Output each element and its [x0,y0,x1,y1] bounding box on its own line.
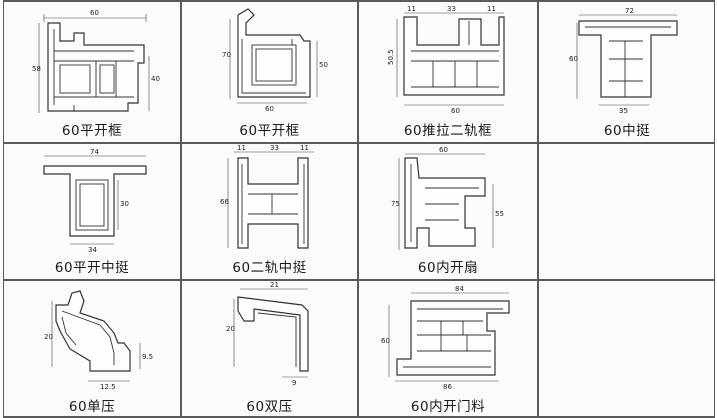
dim-width-label: 74 [90,148,99,156]
dim-right-rail-label: 11 [300,144,309,152]
double-bead-drawing: 21 20 9 [226,281,309,387]
dim-inner-height-label: 55 [495,210,504,218]
cell-casement-frame-a: 60 58 40 60平开框 [4,1,180,142]
dim-lip-label: 9.5 [142,353,153,361]
cell-empty-row3 [539,281,715,416]
inward-sash-drawing: 60 75 55 [391,146,504,250]
grid-rule-row2 [3,279,715,281]
dim-width-label: 72 [625,7,634,15]
grid-rule-bottom [3,416,715,418]
dim-height-label: 75 [391,200,400,208]
dim-bottom-label: 35 [619,107,628,115]
caption: 60单压 [68,399,116,415]
casement-mullion-drawing: 74 30 34 [43,148,147,254]
cell-empty-row2 [539,144,715,279]
dim-height-label: 50.5 [387,49,395,65]
dim-left-rail-label: 11 [407,5,416,13]
caption: 60内开扇 [417,260,479,276]
cell-single-glazing-bead: 20 9.5 12.5 60单压 [4,281,180,416]
dim-top-width-label: 84 [455,285,464,293]
grid-rule-col2 [357,0,359,418]
dim-width-label: 21 [270,281,279,289]
casement-frame-b-drawing: 70 50 60 [222,8,328,113]
dim-bottom-label: 12.5 [100,383,116,391]
cell-inward-door-profile: 84 60 86 60内开门料 [359,281,537,416]
dim-height-label: 20 [44,333,53,341]
dim-width-label: 60 [265,105,274,113]
dim-center-label: 33 [270,144,279,152]
door-profile-drawing: 84 60 86 [381,285,510,391]
dim-height-label: 58 [32,65,41,73]
cell-casement-mullion: 74 30 34 60平开中挺 [4,144,180,279]
grid-rule-col1 [180,0,182,418]
dim-height-label: 60 [381,337,390,345]
caption: 60推拉二轨框 [403,123,493,139]
cell-two-track-mullion: 11 33 11 66 60二轨中挺 [182,144,357,279]
caption: 60平开中挺 [54,260,130,276]
dim-height-label: 60 [569,55,578,63]
caption: 60二轨中挺 [232,260,307,276]
dim-bottom-label: 9 [292,379,296,387]
cell-double-glazing-bead: 21 20 9 60双压 [182,281,357,416]
cell-sliding-two-track-frame: 11 33 11 50.5 60 60推拉二轨框 [359,1,537,142]
dim-left-rail-label: 11 [237,144,246,152]
grid-rule-top [3,0,715,2]
caption: 60平开框 [239,123,300,139]
grid-rule-row1 [3,142,715,144]
profile-grid [3,0,715,418]
dim-inner-height-label: 50 [319,61,328,69]
cell-mullion: 72 60 35 60中挺 [539,1,715,142]
dim-bottom-label: 34 [88,246,97,254]
cell-inward-sash: 60 75 55 60内开扇 [359,144,537,279]
grid-rule-col3 [537,0,539,418]
dim-height-label: 20 [226,325,235,333]
two-track-mullion-drawing: 11 33 11 66 [220,144,314,249]
cell-casement-frame-b: 70 50 60 60平开框 [182,1,357,142]
dim-width-label: 60 [90,9,99,17]
caption: 60双压 [246,399,293,415]
dim-height-label: 70 [222,51,231,59]
caption: 60平开框 [61,123,123,139]
dim-inner-height-label: 30 [120,200,129,208]
dim-bottom-width-label: 86 [443,383,452,391]
mullion-drawing: 72 60 35 [569,7,678,115]
casement-frame-a-drawing: 60 58 40 [32,9,160,113]
sliding-frame-drawing: 11 33 11 50.5 60 [387,5,505,115]
dim-right-rail-label: 11 [487,5,496,13]
dim-inner-height-label: 40 [151,75,160,83]
single-bead-drawing: 20 9.5 12.5 [44,290,153,391]
caption: 60内开门料 [410,399,486,415]
dim-height-label: 66 [220,198,229,206]
dim-width-label: 60 [451,107,460,115]
caption: 60中挺 [603,123,651,139]
dim-center-label: 33 [447,5,456,13]
dim-width-label: 60 [439,146,448,154]
